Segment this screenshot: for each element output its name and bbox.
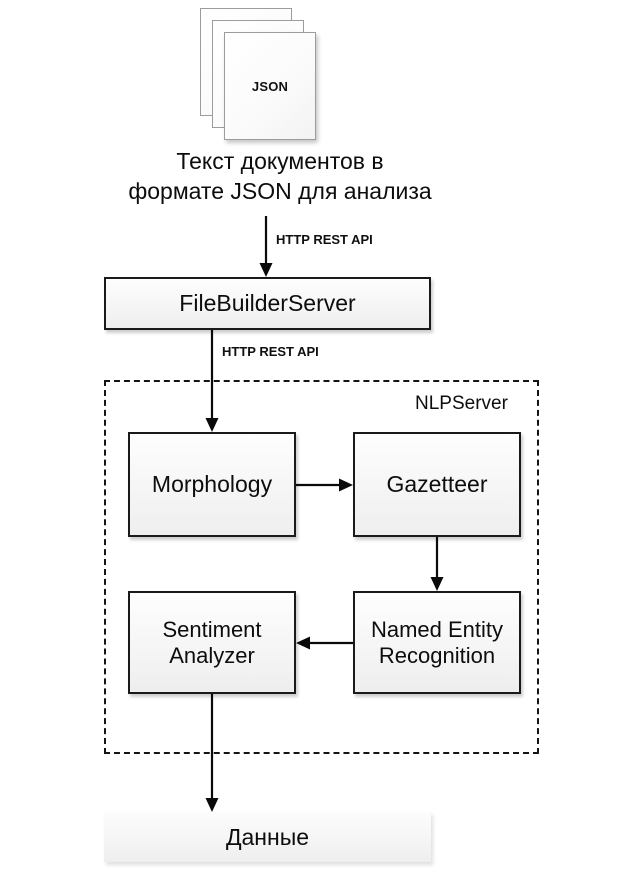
node-output-data-label: Данные — [225, 823, 310, 850]
nlpserver-group-boundary — [104, 380, 539, 754]
node-file-builder-server[interactable]: FileBuilderServer — [104, 277, 431, 330]
node-named-entity-recognition-label-line-1: Named Entity — [370, 616, 504, 642]
node-named-entity-recognition[interactable]: Named Entity Recognition — [353, 591, 521, 694]
node-sentiment-analyzer-label-line-2: Analyzer — [169, 642, 255, 668]
node-morphology-label: Morphology — [151, 471, 273, 497]
node-sentiment-analyzer[interactable]: Sentiment Analyzer — [128, 591, 296, 694]
node-named-entity-recognition-label: Named Entity Recognition — [371, 617, 503, 669]
node-gazetteer-label: Gazetteer — [386, 471, 488, 497]
json-label: JSON — [251, 78, 289, 94]
edge-label-http-rest-api-2: HTTP REST API — [222, 344, 319, 359]
node-sentiment-analyzer-label-line-1: Sentiment — [162, 616, 262, 642]
document-sheet-front: JSON — [224, 32, 316, 140]
source-caption-line-1: Текст документов в — [176, 148, 384, 174]
node-gazetteer[interactable]: Gazetteer — [353, 432, 521, 537]
source-caption: Текст документов в формате JSON для анал… — [80, 146, 480, 206]
connector-json-to-filebuilderserver — [259, 216, 273, 277]
node-morphology[interactable]: Morphology — [128, 432, 296, 537]
node-named-entity-recognition-label-line-2: Recognition — [378, 642, 496, 668]
document-stack-icon: JSON — [200, 8, 320, 143]
edge-label-http-rest-api-1: HTTP REST API — [276, 232, 373, 247]
node-file-builder-server-label: FileBuilderServer — [179, 290, 356, 316]
source-caption-line-2: формате JSON для анализа — [128, 178, 432, 204]
nlpserver-group-label: NLPServer — [415, 393, 508, 414]
node-output-data[interactable]: Данные — [104, 812, 431, 862]
node-sentiment-analyzer-label: Sentiment Analyzer — [162, 617, 261, 669]
